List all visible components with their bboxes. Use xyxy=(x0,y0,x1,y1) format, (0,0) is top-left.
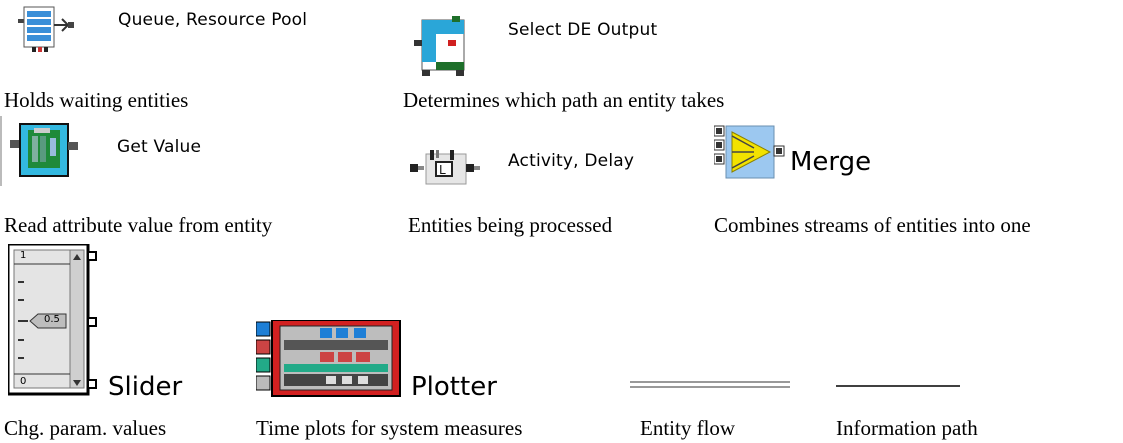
select-label: Select DE Output xyxy=(508,20,658,40)
merge-icon xyxy=(714,125,785,179)
merge-description: Combines streams of entities into one xyxy=(714,213,1031,237)
activity-block-icon: L xyxy=(410,146,484,188)
entityflow-description: Entity flow xyxy=(640,416,736,440)
getvalue-block-icon xyxy=(10,120,82,180)
plotter-label: Plotter xyxy=(411,372,497,402)
activity-delay-icon: L xyxy=(410,150,480,185)
slider-label: Slider xyxy=(108,372,183,402)
plotter-description: Time plots for system measures xyxy=(256,416,523,440)
information-path-line xyxy=(836,383,962,389)
slider-block-icon: 1 0 0.5 xyxy=(8,244,104,396)
merge-block-icon xyxy=(714,122,786,182)
queue-icon xyxy=(18,6,74,52)
plotter-icon xyxy=(256,320,401,397)
select-description: Determines which path an entity takes xyxy=(403,88,725,112)
slider-min-tick: 0 xyxy=(20,376,27,387)
slider-value: 0.5 xyxy=(44,314,60,325)
activity-label: Activity, Delay xyxy=(508,151,635,171)
single-line-icon xyxy=(836,385,960,387)
queue-description: Holds waiting entities xyxy=(4,88,189,112)
queue-block-icon xyxy=(18,5,80,53)
plotter-block-icon xyxy=(256,320,406,400)
select-output-icon xyxy=(414,16,465,76)
select-block-icon xyxy=(414,16,474,78)
getvalue-label: Get Value xyxy=(117,137,202,157)
entity-flow-line xyxy=(630,380,792,390)
svg-text:L: L xyxy=(439,163,446,177)
queue-label: Queue, Resource Pool xyxy=(118,10,308,30)
slider-max-tick: 1 xyxy=(20,250,27,261)
divider-bar xyxy=(0,116,2,186)
slider-description: Chg. param. values xyxy=(4,416,167,440)
infopath-description: Information path xyxy=(836,416,978,440)
activity-description: Entities being processed xyxy=(408,213,613,237)
get-value-icon xyxy=(10,123,78,177)
slider-icon xyxy=(8,244,97,396)
merge-label: Merge xyxy=(790,147,872,177)
getvalue-description: Read attribute value from entity xyxy=(4,213,273,237)
double-line-icon xyxy=(630,381,790,388)
